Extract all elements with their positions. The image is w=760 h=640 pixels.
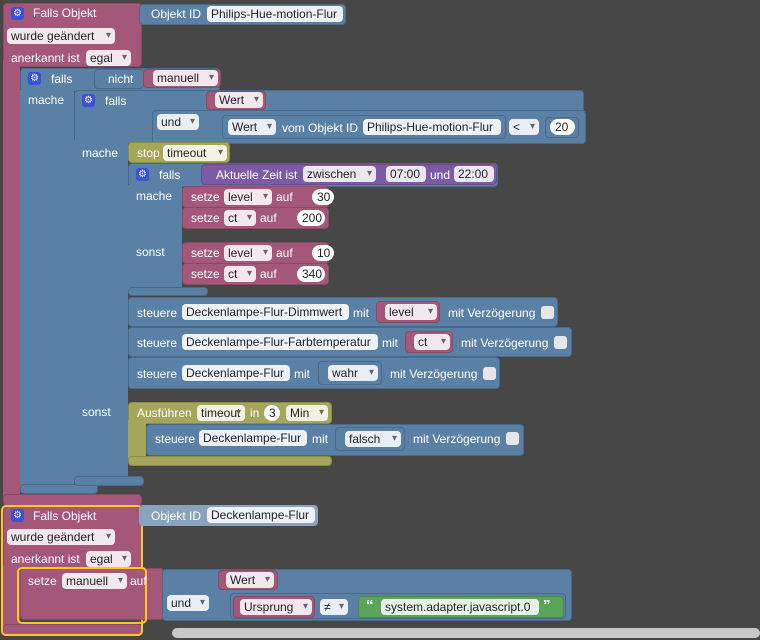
wert-dropdown[interactable]: Wert (226, 572, 274, 588)
if1-do-label: mache (28, 93, 65, 107)
timeout-dropdown[interactable]: timeout (163, 145, 227, 161)
and-dropdown[interactable]: und (157, 114, 199, 130)
control-object-field[interactable]: Deckenlampe-Flur (199, 430, 307, 446)
set-label: setze (191, 190, 220, 204)
and-label: und (430, 168, 451, 182)
on-label: auf (260, 267, 277, 281)
if2-label: falls (105, 94, 127, 108)
settings-gear-icon[interactable]: ⚙ (82, 94, 95, 107)
object-id-label: Objekt ID (151, 7, 202, 21)
ack-dropdown[interactable]: egal (86, 551, 131, 567)
if1-label: falls (51, 72, 73, 86)
control-label: steuere (137, 367, 178, 381)
if3-label: falls (159, 168, 181, 182)
set-var-dropdown[interactable]: manuell (62, 573, 127, 589)
settings-gear-icon[interactable]: ⚙ (28, 72, 41, 85)
origin-dropdown[interactable]: Ursprung (240, 599, 312, 615)
not-label: nicht (108, 72, 134, 86)
amount-field[interactable]: 3 (264, 405, 280, 421)
control-value-dropdown[interactable]: wahr (328, 365, 378, 381)
execute-var-dropdown[interactable]: timeout (197, 405, 245, 421)
quote-icon: ” (543, 597, 551, 614)
if2-do-label: mache (82, 146, 119, 160)
stop-label: stop (137, 146, 160, 160)
time-label: Aktuelle Zeit ist (216, 168, 298, 182)
settings-gear-icon[interactable]: ⚙ (136, 168, 149, 181)
object-id-field[interactable]: Philips-Hue-motion-Flur (207, 6, 343, 22)
checkbox-icon[interactable] (483, 367, 496, 380)
set-value-field[interactable]: 10 (312, 245, 334, 261)
if3-do-label: mache (136, 189, 173, 203)
control-object-field[interactable]: Deckenlampe-Flur-Dimmwert (182, 304, 349, 320)
operator-dropdown[interactable]: ≠ (320, 599, 348, 615)
set-label: setze (191, 267, 220, 281)
settings-gear-icon[interactable]: ⚙ (11, 7, 24, 20)
set-label: setze (28, 574, 57, 588)
control-label: steuere (155, 432, 196, 446)
on-label: auf (276, 190, 293, 204)
control-object-field[interactable]: Deckenlampe-Flur-Farbtemperatur (182, 334, 378, 350)
with-label: mit (382, 336, 398, 350)
set-var-dropdown[interactable]: ct (224, 210, 256, 226)
unit-dropdown[interactable]: Min (286, 405, 328, 421)
set-value-field[interactable]: 340 (297, 266, 325, 282)
on-label: auf (130, 574, 147, 588)
string-field[interactable]: system.adapter.javascript.0 (381, 599, 539, 615)
ack-dropdown[interactable]: egal (86, 50, 131, 66)
to-time-field[interactable]: 22:00 (454, 166, 494, 182)
checkbox-icon[interactable] (554, 336, 567, 349)
control-value-dropdown[interactable]: falsch (345, 431, 401, 447)
set-label: setze (191, 246, 220, 260)
object-id-label: Objekt ID (151, 509, 202, 523)
with-label: mit (353, 306, 369, 320)
trigger-dropdown[interactable]: wurde geändert (7, 28, 115, 44)
delay-label: mit Verzögerung (413, 432, 501, 446)
quote-icon: “ (366, 597, 374, 614)
of-object-label: vom Objekt ID (282, 121, 359, 135)
control-value-dropdown[interactable]: level (385, 304, 437, 320)
wert2-dropdown[interactable]: Wert (228, 119, 276, 135)
threshold-field[interactable]: 20 (550, 119, 575, 135)
and-dropdown[interactable]: und (167, 595, 209, 611)
range-dropdown[interactable]: zwischen (303, 166, 376, 182)
settings-gear-icon[interactable]: ⚙ (11, 509, 24, 522)
set-var-dropdown[interactable]: ct (224, 266, 256, 282)
control-label: steuere (137, 336, 178, 350)
control-value-dropdown[interactable]: ct (414, 334, 450, 350)
in-label: in (250, 406, 260, 420)
with-label: mit (312, 432, 328, 446)
horizontal-scrollbar[interactable] (172, 628, 760, 638)
delay-label: mit Verzögerung (448, 306, 536, 320)
delay-label: mit Verzögerung (390, 367, 478, 381)
object-id-field[interactable]: Deckenlampe-Flur (207, 507, 315, 523)
set-var-dropdown[interactable]: level (224, 189, 272, 205)
set-var-dropdown[interactable]: level (224, 245, 272, 261)
control-object-field[interactable]: Deckenlampe-Flur (182, 365, 290, 381)
set-value-field[interactable]: 30 (312, 189, 334, 205)
set-label: setze (191, 211, 220, 225)
event-title: Falls Objekt (33, 6, 97, 20)
wert-dropdown[interactable]: Wert (215, 92, 263, 108)
ack-label: anerkannt ist (11, 552, 80, 566)
if3-else-label: sonst (136, 245, 165, 259)
set-value-field[interactable]: 200 (297, 210, 325, 226)
on-label: auf (276, 246, 293, 260)
checkbox-icon[interactable] (541, 306, 554, 319)
if2-else-label: sonst (82, 405, 111, 419)
event-title: Falls Objekt (33, 509, 97, 523)
ack-label: anerkannt ist (11, 51, 80, 65)
var-dropdown[interactable]: manuell (153, 70, 218, 86)
control-label: steuere (137, 306, 178, 320)
operator-dropdown[interactable]: < (509, 119, 539, 135)
delay-label: mit Verzögerung (461, 336, 549, 350)
checkbox-icon[interactable] (506, 432, 519, 445)
with-label: mit (294, 367, 310, 381)
trigger-dropdown[interactable]: wurde geändert (7, 529, 115, 545)
execute-label: Ausführen (137, 406, 192, 420)
on-label: auf (260, 211, 277, 225)
object-field[interactable]: Philips-Hue-motion-Flur (363, 119, 501, 135)
from-time-field[interactable]: 07:00 (386, 166, 426, 182)
